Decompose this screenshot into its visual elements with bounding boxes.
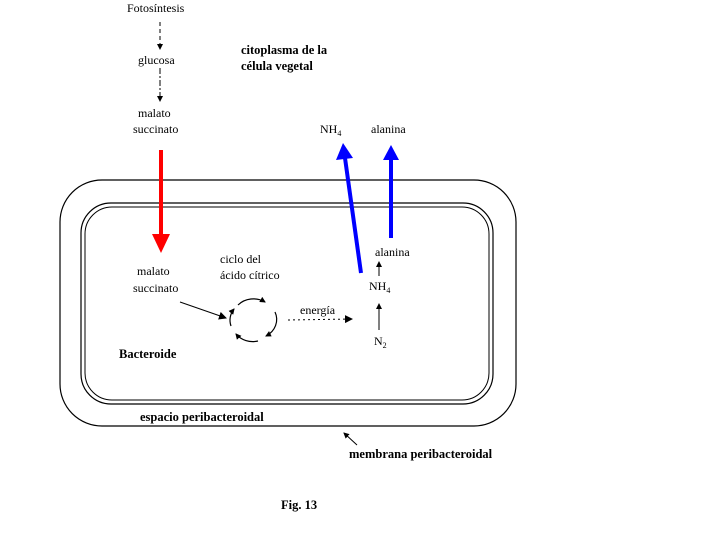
label-bacteroide: Bacteroide: [119, 347, 177, 361]
blue-nh4-arrow-head: [336, 143, 353, 160]
label-energia: energía: [300, 303, 336, 317]
label-n2: N2: [374, 334, 387, 350]
label-fotosintesis: Fotosíntesis: [127, 1, 185, 15]
label-ciclo-2: ácido cítrico: [220, 268, 280, 282]
label-alanina-in: alanina: [375, 245, 410, 259]
label-espacio: espacio peribacteroidal: [140, 410, 264, 424]
citric-acid-cycle-icon: [228, 296, 278, 343]
label-malato-in: malato: [137, 264, 170, 278]
label-succinato-in: succinato: [133, 281, 178, 295]
label-nh4-top: NH4: [320, 122, 341, 138]
bacteroid-inner-wall: [84, 206, 490, 401]
label-membrana: membrana peribacteroidal: [349, 447, 493, 461]
label-succinato-top: succinato: [133, 122, 178, 136]
label-malato-top: malato: [138, 106, 171, 120]
bacteroid-outer-wall: [80, 202, 494, 405]
figure-caption: Fig. 13: [281, 498, 317, 512]
label-nh4-in: NH4: [369, 279, 390, 295]
peribacteroid-membrane: [59, 179, 517, 427]
label-citoplasma-2: célula vegetal: [241, 59, 313, 73]
malato-to-cycle-arrow: [179, 301, 227, 320]
label-ciclo-1: ciclo del: [220, 252, 262, 266]
membrane-pointer-arrow: [343, 432, 358, 446]
label-citoplasma-1: citoplasma de la: [241, 43, 328, 57]
red-arrow-head: [152, 234, 170, 253]
energy-arrow: [287, 315, 353, 324]
blue-nh4-arrow: [343, 157, 363, 274]
label-alanina-top: alanina: [371, 122, 406, 136]
label-glucosa: glucosa: [138, 53, 175, 67]
blue-alanina-arrow-head: [383, 145, 399, 160]
